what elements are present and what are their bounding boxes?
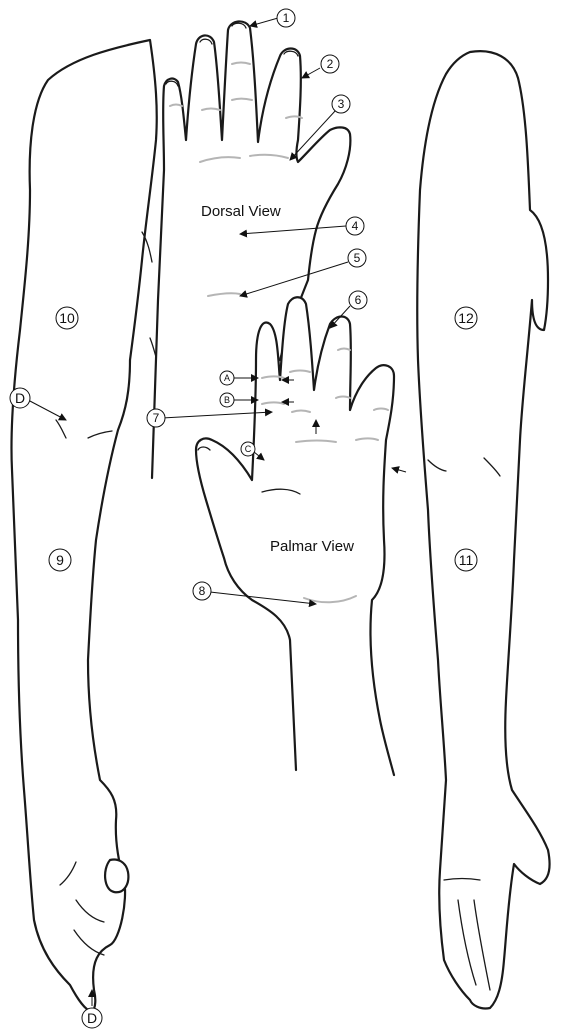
marker-3: 3 — [332, 95, 350, 113]
marker-7-label: 7 — [153, 411, 160, 425]
marker-D-lower: D — [82, 1008, 102, 1028]
left-arm-drawing — [11, 40, 158, 1012]
marker-6: 6 — [349, 291, 367, 309]
marker-C: C — [241, 442, 255, 456]
marker-8: 8 — [193, 582, 211, 600]
marker-B-label: B — [224, 395, 230, 405]
marker-1: 1 — [277, 9, 295, 27]
marker-C-label: C — [245, 444, 252, 454]
marker-8-label: 8 — [199, 584, 206, 598]
right-arm-outline — [417, 51, 549, 1008]
marker-2: 2 — [321, 55, 339, 73]
marker-11-label: 11 — [459, 552, 474, 568]
marker-D-upper-label: D — [15, 390, 25, 406]
left-hand-finger — [105, 860, 128, 893]
palmar-view-label: Palmar View — [270, 538, 354, 555]
right-arm-drawing — [417, 51, 549, 1008]
marker-6-label: 6 — [355, 293, 362, 307]
marker-1-label: 1 — [283, 11, 290, 25]
left-arm-outline — [11, 40, 156, 1012]
marker-10: 10 — [56, 307, 78, 329]
marker-D-lower-label: D — [87, 1010, 97, 1026]
marker-12: 12 — [455, 307, 477, 329]
arrow-ulnar-edge — [392, 468, 406, 472]
marker-7: 7 — [147, 409, 165, 427]
dorsal-view-label: Dorsal View — [201, 203, 281, 220]
marker-A: A — [220, 371, 234, 385]
arrow-1 — [250, 18, 278, 26]
marker-9-label: 9 — [56, 552, 64, 568]
marker-2-label: 2 — [327, 57, 334, 71]
marker-12-label: 12 — [458, 310, 474, 326]
marker-3-label: 3 — [338, 97, 345, 111]
marker-B: B — [220, 393, 234, 407]
marker-D-upper: D — [10, 388, 30, 408]
marker-4: 4 — [346, 217, 364, 235]
marker-5-label: 5 — [354, 251, 361, 265]
marker-11: 11 — [455, 549, 477, 571]
marker-A-label: A — [224, 373, 230, 383]
marker-10-label: 10 — [59, 310, 75, 326]
marker-4-label: 4 — [352, 219, 359, 233]
marker-9: 9 — [49, 549, 71, 571]
arrow-2 — [302, 68, 320, 78]
marker-5: 5 — [348, 249, 366, 267]
